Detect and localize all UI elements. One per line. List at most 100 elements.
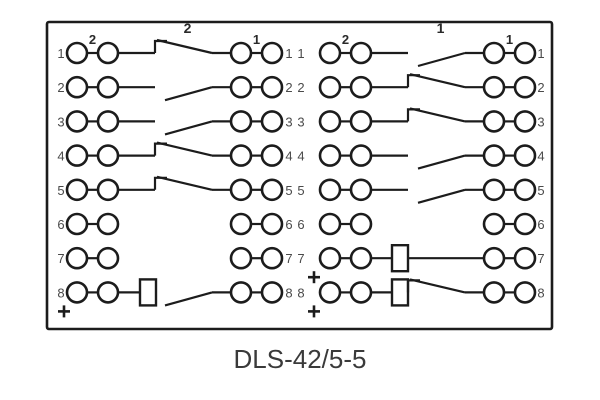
terminal-circle[interactable]	[513, 246, 537, 270]
terminal-circle[interactable]	[96, 178, 120, 202]
switch-group-label: 1	[437, 20, 445, 36]
terminal-circle[interactable]	[260, 281, 284, 304]
terminal-circle[interactable]	[318, 212, 342, 236]
terminal-circle[interactable]	[260, 110, 284, 133]
terminal-circle[interactable]	[349, 75, 373, 99]
terminal-circle[interactable]	[260, 212, 284, 236]
terminal-circle[interactable]	[349, 281, 373, 304]
row-label-right: 4	[537, 149, 544, 164]
row-label-left: 6	[57, 217, 64, 232]
terminal-circle[interactable]	[318, 144, 342, 167]
terminal-circle[interactable]	[349, 178, 373, 202]
terminal-circle[interactable]	[482, 178, 506, 202]
row-label-right: 3	[285, 114, 292, 129]
terminal-circle[interactable]	[96, 75, 120, 99]
terminal-circle[interactable]	[65, 110, 89, 133]
terminal-circle[interactable]	[96, 110, 120, 133]
terminal-circle[interactable]	[482, 75, 506, 99]
resistor-symbol	[390, 243, 410, 273]
terminal-circle[interactable]	[482, 41, 506, 65]
terminal-circle[interactable]	[260, 246, 284, 270]
terminal-circle[interactable]	[513, 212, 537, 236]
terminal-circle[interactable]	[513, 144, 537, 167]
terminal-circle[interactable]	[349, 144, 373, 167]
diagram-caption: DLS-42/5-5	[233, 344, 367, 374]
terminal-circle[interactable]	[229, 246, 253, 270]
terminal-circle[interactable]	[513, 178, 537, 202]
terminal-circle[interactable]	[349, 212, 373, 236]
terminal-circle[interactable]	[513, 110, 537, 133]
terminal-circle[interactable]	[260, 178, 284, 202]
terminal-circle[interactable]	[229, 41, 253, 65]
terminal-circle[interactable]	[96, 246, 120, 270]
terminal-circle[interactable]	[65, 178, 89, 202]
terminal-circle[interactable]	[482, 110, 506, 133]
terminal-circle[interactable]	[482, 212, 506, 236]
diagram-frame	[45, 20, 554, 331]
resistor-symbol	[390, 278, 410, 307]
terminal-circle[interactable]	[260, 41, 284, 65]
row-label-left: 1	[57, 46, 64, 61]
terminal-circle[interactable]	[96, 41, 120, 65]
terminal-circle[interactable]	[318, 246, 342, 270]
row-label-left: 1	[297, 46, 304, 61]
terminal-circle[interactable]	[260, 75, 284, 99]
terminal-circle[interactable]	[65, 41, 89, 65]
row-label-left: 3	[297, 114, 304, 129]
terminal-circle[interactable]	[482, 281, 506, 304]
terminal-circle[interactable]	[513, 75, 537, 99]
terminal-circle[interactable]	[65, 212, 89, 236]
row-label-left: 4	[57, 149, 64, 164]
terminal-circle[interactable]	[318, 110, 342, 133]
terminal-circle[interactable]	[349, 110, 373, 133]
terminal-circle[interactable]	[229, 144, 253, 167]
row-label-right: 2	[285, 80, 292, 95]
terminal-circle[interactable]	[318, 281, 342, 304]
terminal-circle[interactable]	[229, 212, 253, 236]
terminal-circle[interactable]	[318, 75, 342, 99]
contact-blade-open	[417, 51, 466, 68]
terminal-circle[interactable]	[229, 110, 253, 133]
terminal-superscript: 2	[89, 32, 96, 47]
contact-blade-closed	[409, 73, 466, 89]
terminal-circle[interactable]	[349, 246, 373, 270]
terminal-circle[interactable]	[482, 144, 506, 167]
row-label-right: 6	[285, 217, 292, 232]
contact-blade-closed	[409, 278, 466, 294]
terminal-circle[interactable]	[349, 41, 373, 65]
terminal-circle[interactable]	[513, 281, 537, 304]
terminal-circle[interactable]	[65, 281, 89, 304]
terminal-circle[interactable]	[65, 144, 89, 167]
terminal-circle[interactable]	[229, 75, 253, 99]
terminal-circle[interactable]	[513, 41, 537, 65]
terminal-superscript: 2	[342, 32, 349, 47]
row-label-left: 3	[57, 114, 64, 129]
terminal-circle[interactable]	[229, 281, 253, 304]
terminal-circle[interactable]	[65, 246, 89, 270]
row-label-right: 2	[537, 80, 544, 95]
row-label-right: 4	[285, 149, 292, 164]
terminal-circle[interactable]	[96, 144, 120, 167]
terminal-circle[interactable]	[229, 178, 253, 202]
row-label-right: 8	[285, 285, 292, 300]
terminal-circle[interactable]	[318, 178, 342, 202]
terminal-circle[interactable]	[96, 212, 120, 236]
terminal-superscript: 1	[506, 32, 513, 47]
terminal-circle[interactable]	[260, 144, 284, 167]
terminal-circle[interactable]	[65, 75, 89, 99]
terminal-circle[interactable]	[96, 281, 120, 304]
terminal-circle[interactable]	[318, 41, 342, 65]
terminal-circle[interactable]	[482, 246, 506, 270]
